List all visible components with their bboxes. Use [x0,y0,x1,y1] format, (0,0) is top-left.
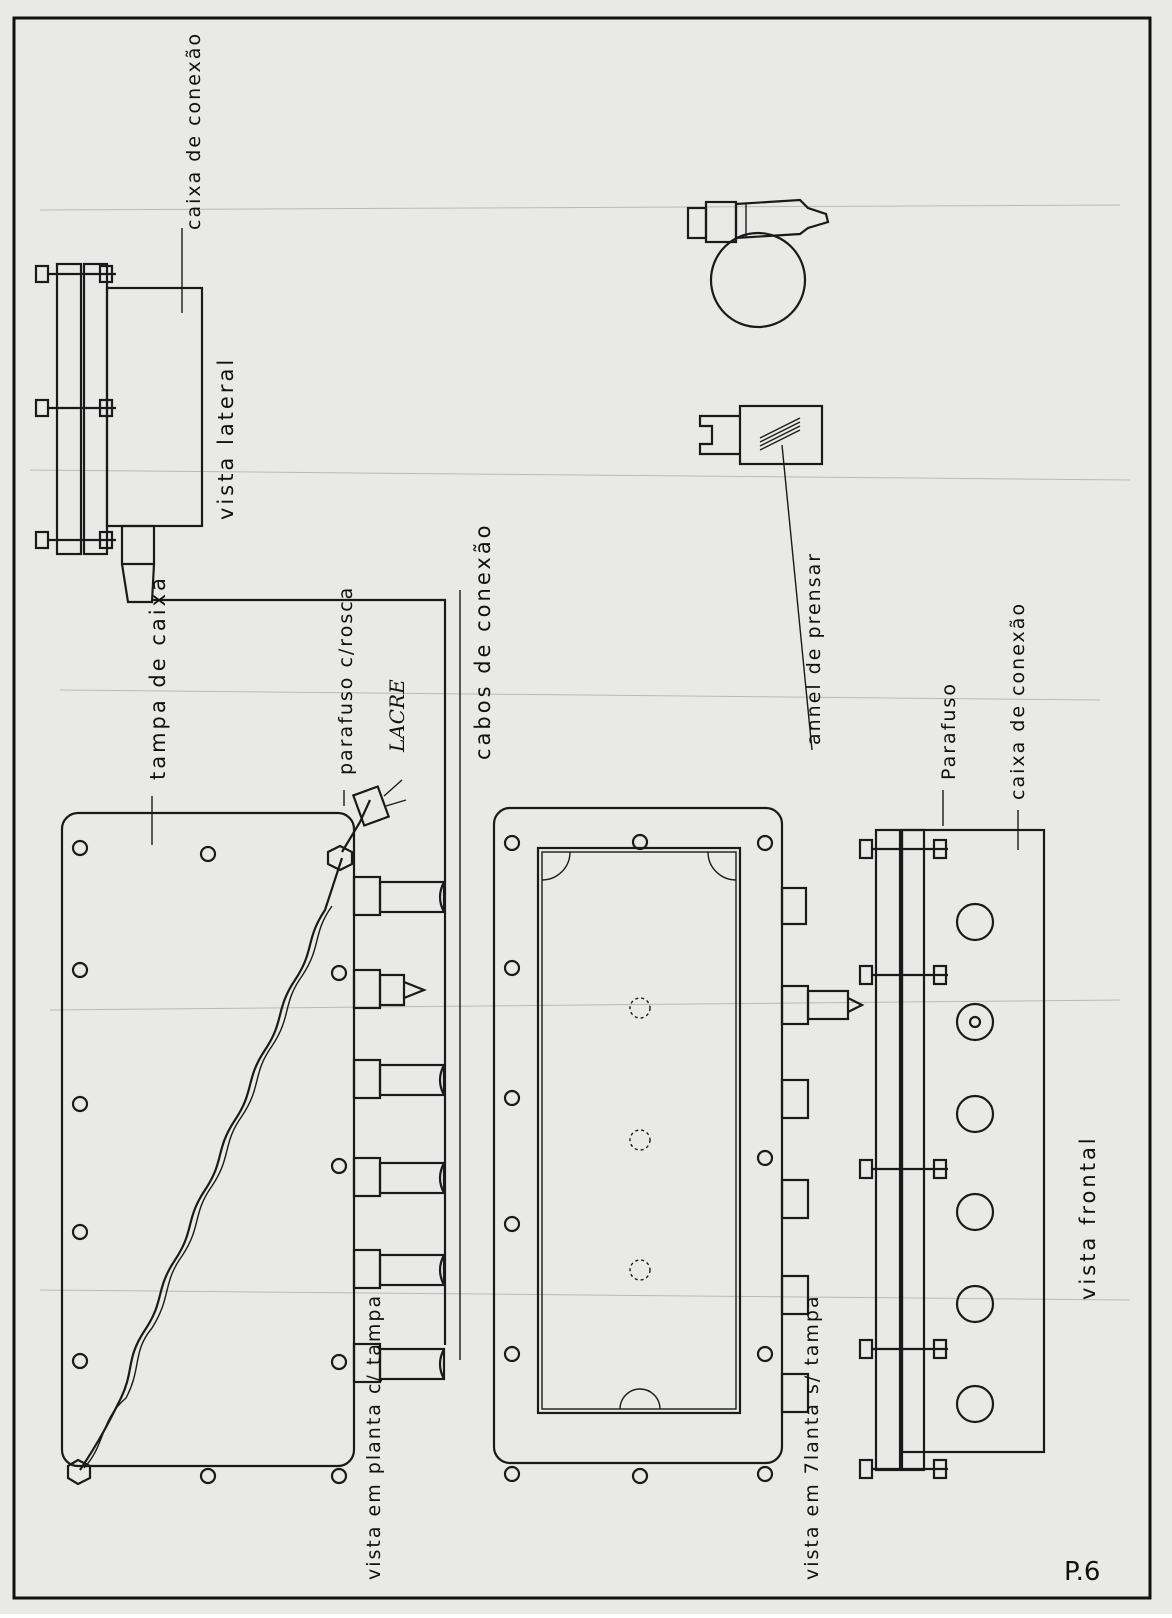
side-view-drawing [34,228,204,604]
press-ring-drawing [698,404,824,751]
label-vista-lateral: vista lateral [214,357,238,520]
drawing-labels: caixa de conexão vista lateral cabos de … [146,32,1100,1587]
label-tampa-de-caixa: tampa de caixa [146,575,170,780]
front-view-bolts [858,838,948,1480]
side-view-bolts [34,264,116,550]
cover-holes [71,839,348,1485]
label-caixa-de-conexao-top: caixa de conexão [183,32,205,230]
label-lacre: LACRE [385,679,409,753]
label-parafuso-c-rosca: parafuso c/rosca [335,586,357,775]
front-view-openings [955,902,995,1424]
paper-noise [29,204,1131,1301]
label-cabos-de-conexao: cabos de conexão [471,522,495,760]
clamp-ring-drawing [686,198,830,329]
page-number: P.6 [1064,1557,1100,1587]
label-vista-em-planta-s-tampa: vista em 7lanta s/ tampa [801,1294,823,1580]
front-view-drawing [858,790,1046,1480]
page-border [12,16,1152,1600]
label-vista-em-planta-c-tampa: vista em planta c/ tampa [363,1294,385,1580]
label-vista-frontal: vista frontal [1076,1135,1100,1300]
plan-view-without-cover [492,806,865,1485]
label-parafuso: Parafuso [938,682,960,780]
plan-view-with-cover [60,779,446,1486]
connection-cable-line [152,590,461,1360]
label-annel-de-prensar: annel de prensar [803,552,825,745]
cover-view-glands [352,875,446,1384]
box-holes [503,833,774,1485]
box-view-glands [780,886,865,1414]
label-caixa-de-conexao-right: caixa de conexão [1007,602,1029,800]
